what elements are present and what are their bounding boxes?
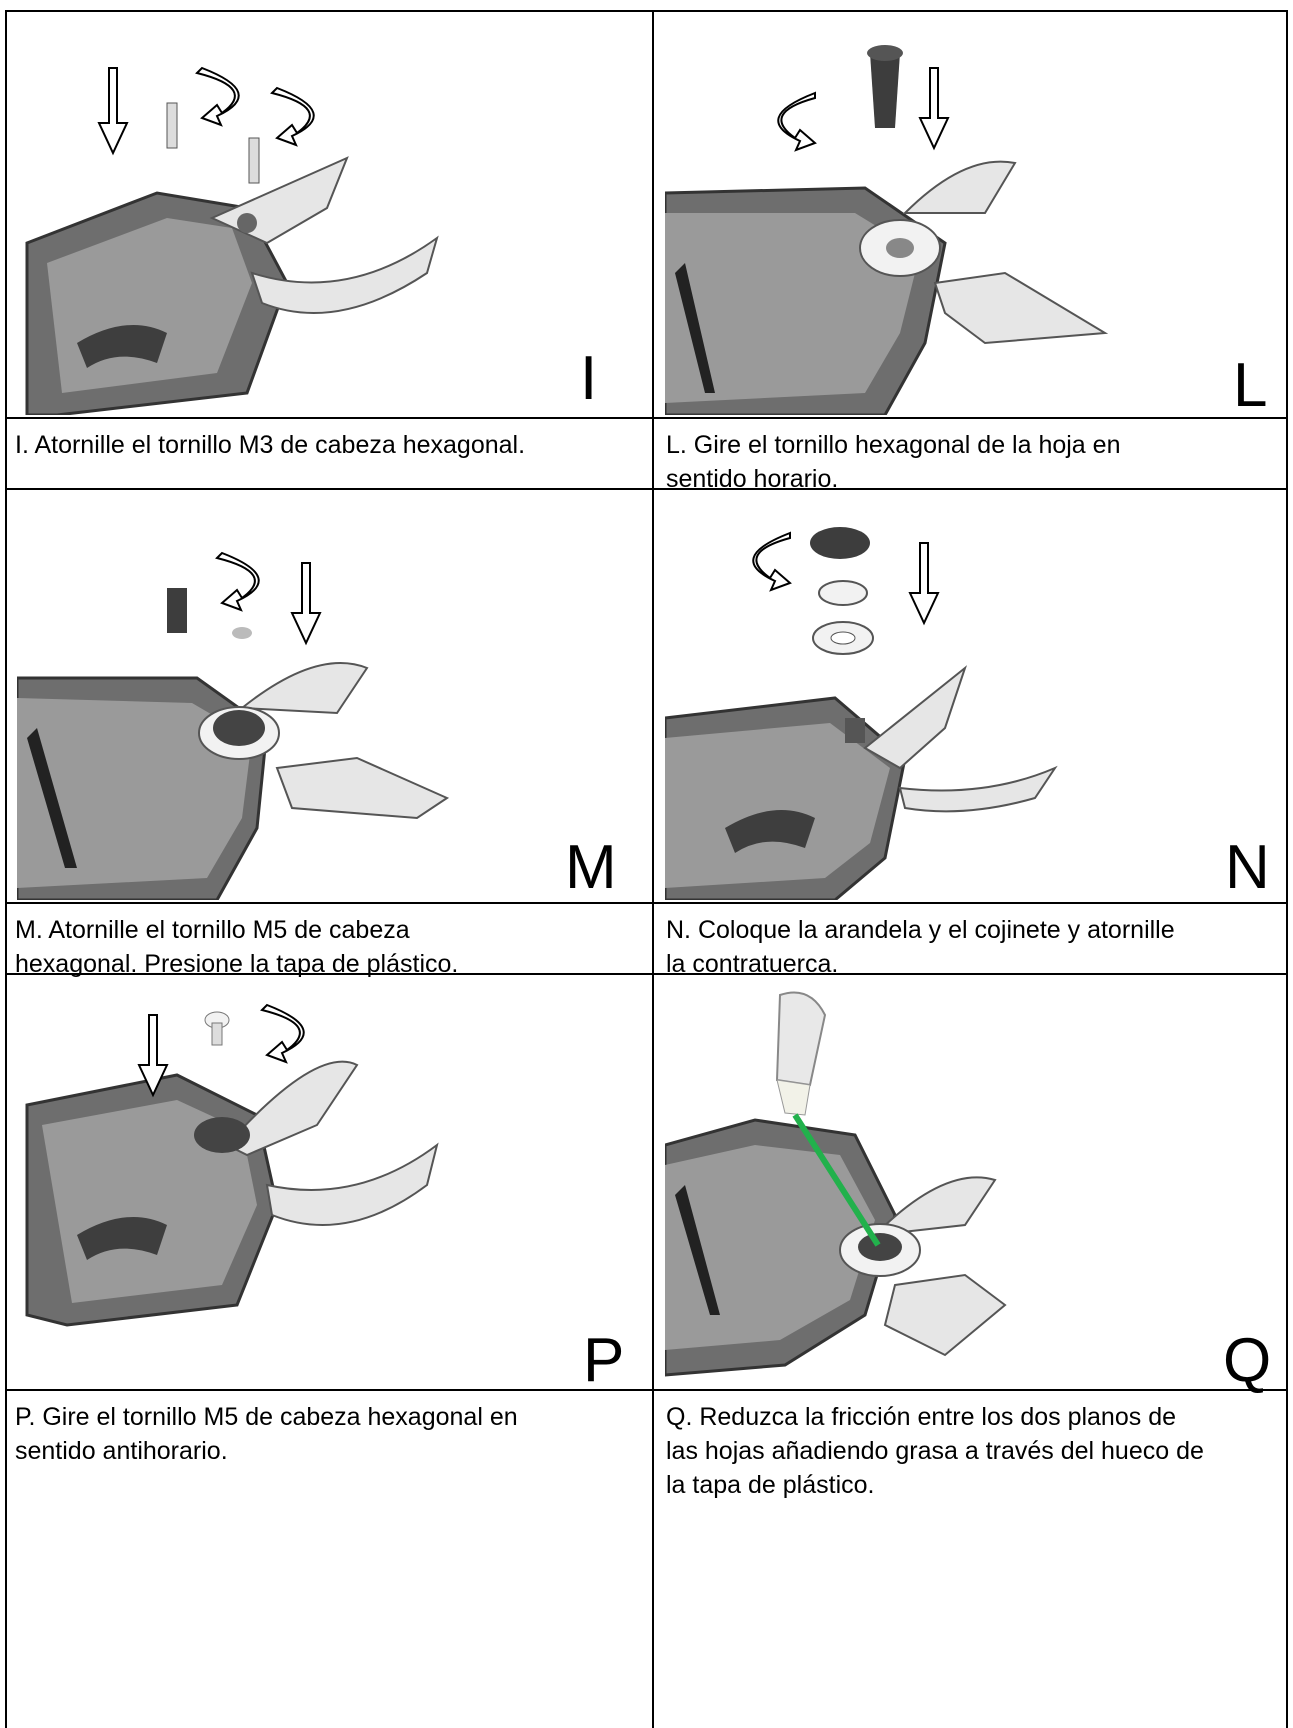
caption-line: sentido antihorario. bbox=[15, 1434, 635, 1468]
panel-p-illustration bbox=[17, 985, 637, 1387]
panel-q-illustration bbox=[665, 985, 1285, 1387]
grid-line bbox=[1286, 10, 1288, 1728]
caption-line: Q. Reduzca la fricción entre los dos pla… bbox=[666, 1400, 1286, 1434]
caption-line: la tapa de plástico. bbox=[666, 1468, 1286, 1502]
grid-line bbox=[652, 10, 654, 1728]
panel-i-caption: I. Atornille el tornillo M3 de cabeza he… bbox=[15, 428, 635, 462]
panel-l-caption: L. Gire el tornillo hexagonal de la hoja… bbox=[666, 428, 1286, 496]
grid-line bbox=[5, 973, 1288, 975]
panel-m-caption: M. Atornille el tornillo M5 de cabeza he… bbox=[15, 913, 635, 981]
caption-line: sentido horario. bbox=[666, 462, 1286, 496]
panel-n-illustration bbox=[665, 498, 1285, 900]
caption-line: N. Coloque la arandela y el cojinete y a… bbox=[666, 913, 1286, 947]
panel-p-caption: P. Gire el tornillo M5 de cabeza hexagon… bbox=[15, 1400, 635, 1468]
caption-line: I. Atornille el tornillo M3 de cabeza he… bbox=[15, 428, 635, 462]
caption-line: hexagonal. Presione la tapa de plástico. bbox=[15, 947, 635, 981]
panel-n-caption: N. Coloque la arandela y el cojinete y a… bbox=[666, 913, 1286, 981]
panel-m-illustration bbox=[17, 498, 637, 900]
grid-line bbox=[5, 10, 7, 1728]
caption-line: las hojas añadiendo grasa a través del h… bbox=[666, 1434, 1286, 1468]
panel-i-letter: I bbox=[580, 348, 597, 410]
instruction-grid: I L I. Atornille el tornillo M3 de cabez… bbox=[5, 10, 1288, 1728]
grid-line bbox=[5, 902, 1288, 904]
panel-m-letter: M bbox=[565, 837, 617, 899]
panel-l-letter: L bbox=[1233, 355, 1267, 417]
panel-i-illustration bbox=[17, 13, 637, 415]
grid-line bbox=[5, 488, 1288, 490]
grid-line bbox=[5, 10, 1288, 12]
grid-line bbox=[5, 1389, 1288, 1391]
panel-q-letter: Q bbox=[1223, 1330, 1271, 1392]
caption-line: M. Atornille el tornillo M5 de cabeza bbox=[15, 913, 635, 947]
panel-l-illustration bbox=[665, 13, 1285, 415]
panel-p-letter: P bbox=[583, 1330, 624, 1392]
panel-n-letter: N bbox=[1225, 837, 1270, 899]
caption-line: la contratuerca. bbox=[666, 947, 1286, 981]
grid-line bbox=[5, 417, 1288, 419]
panel-q-caption: Q. Reduzca la fricción entre los dos pla… bbox=[666, 1400, 1286, 1502]
caption-line: L. Gire el tornillo hexagonal de la hoja… bbox=[666, 428, 1286, 462]
caption-line: P. Gire el tornillo M5 de cabeza hexagon… bbox=[15, 1400, 635, 1434]
